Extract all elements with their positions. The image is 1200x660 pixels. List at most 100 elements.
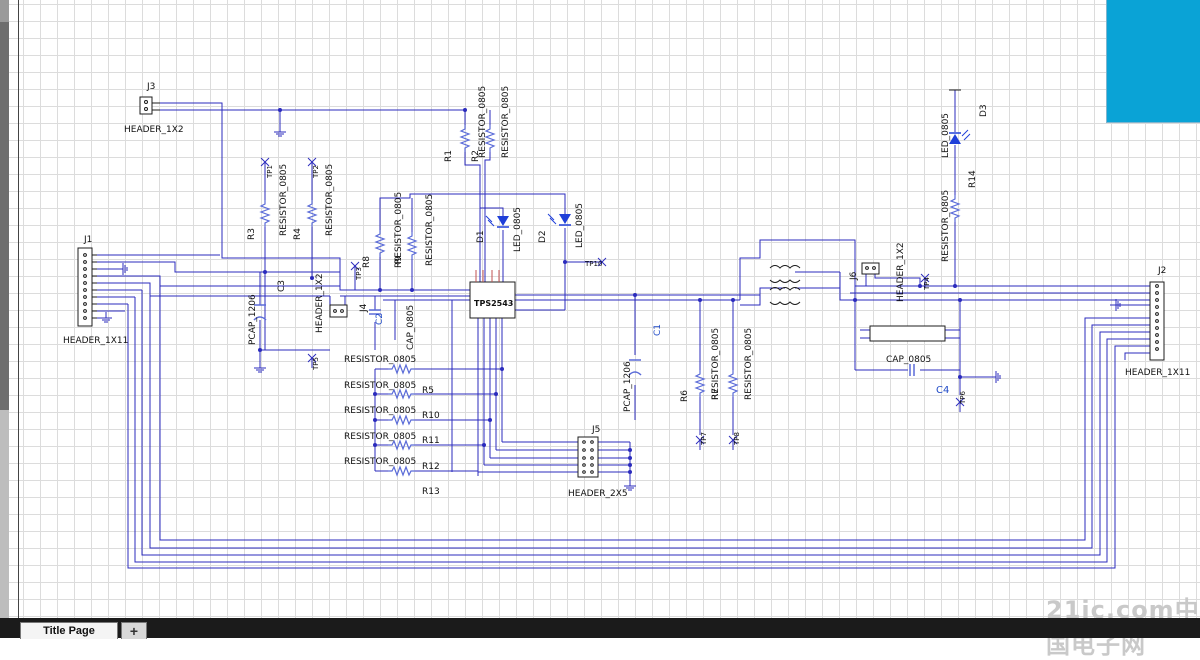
c3-value: PCAP_1206 (248, 294, 258, 345)
r4-value: RESISTOR_0805 (325, 164, 335, 236)
connector-j2[interactable]: J2 HEADER_1X11 (1125, 266, 1190, 378)
d2-value: LED_0805 (575, 203, 585, 248)
c2-ref: C2 (375, 313, 385, 325)
connector-j3[interactable]: J3 HEADER_1X2 (124, 82, 184, 135)
transformer[interactable] (769, 265, 801, 305)
j3-value: HEADER_1X2 (124, 125, 184, 135)
c2-value: CAP_0805 (406, 305, 416, 350)
r13-ref: R13 (422, 487, 440, 497)
tp10-ref: TP10 (584, 260, 602, 268)
sheet-border (18, 0, 19, 618)
capacitor-c1[interactable] (628, 359, 642, 376)
resistor-r11[interactable] (387, 415, 416, 425)
r6-ref: R6 (680, 390, 690, 402)
left-scrollbar-thumb[interactable] (0, 410, 9, 618)
wires (97, 90, 1150, 569)
schematic-drawing[interactable]: J3 HEADER_1X2 J1 HEADER_1X11 J2 HEADER_1… (0, 0, 1200, 618)
floating-panel[interactable] (1106, 0, 1200, 123)
r9-ref: R9 (394, 256, 404, 268)
j5-ref: J5 (591, 425, 600, 435)
ground-symbol (1109, 298, 1121, 312)
r1-ref: R1 (444, 150, 454, 162)
r7-value: RESISTOR_0805 (744, 328, 754, 400)
resistor-r7[interactable] (728, 369, 738, 398)
c4-value: CAP_0805 (886, 355, 931, 365)
resistor-r5[interactable] (387, 364, 416, 374)
left-scrollbar-top (0, 0, 9, 22)
resistor-r4[interactable] (307, 199, 317, 228)
j2-ref: J2 (1157, 266, 1166, 276)
r10-ref: R10 (422, 411, 440, 421)
tp1-ref: TP1 (266, 165, 274, 179)
d3-ref: D3 (979, 104, 989, 117)
r2-value: RESISTOR_0805 (501, 86, 511, 158)
tp5-ref: TP5 (312, 357, 320, 371)
resistor-r6[interactable] (695, 369, 705, 398)
ground-symbol (253, 361, 267, 373)
ic-tps2543[interactable]: TPS2543 (469, 270, 516, 319)
j6-value: HEADER_1X2 (896, 242, 906, 302)
led-d1[interactable] (485, 215, 509, 228)
add-sheet-button[interactable]: + (121, 622, 147, 639)
j3-ref: J3 (146, 82, 155, 92)
resistor-r8[interactable] (375, 229, 385, 258)
connector-j1[interactable]: J1 HEADER_1X11 (63, 235, 128, 346)
led-d2[interactable] (547, 213, 571, 226)
resistor-r12[interactable] (387, 440, 416, 450)
capacitor-c2[interactable] (369, 309, 381, 315)
r14-ref: R14 (968, 170, 978, 188)
d3-value: LED_0805 (941, 113, 951, 158)
r12-ref: R12 (422, 462, 440, 472)
r7-ref: R7 (711, 388, 721, 400)
tp7-ref: TP7 (700, 432, 708, 446)
j4-ref: J4 (359, 303, 369, 313)
r6-value: RESISTOR_0805 (711, 328, 721, 400)
tp4-ref: TP4 (923, 277, 931, 291)
tp3-ref: TP3 (355, 267, 363, 281)
tp6-ref: TP6 (959, 391, 967, 405)
r2-ref: R2 (471, 150, 481, 162)
capacitor-package-c4[interactable] (869, 325, 946, 342)
r8-value: RESISTOR_0805 (394, 192, 404, 264)
resistor-r3[interactable] (260, 199, 270, 228)
capacitor-c4[interactable] (909, 364, 915, 376)
tab-title-page[interactable]: Title Page (20, 622, 118, 639)
ground-symbol (273, 125, 287, 137)
resistor-r13[interactable] (387, 466, 416, 476)
r3-value: RESISTOR_0805 (279, 164, 289, 236)
connector-j6[interactable] (861, 262, 880, 275)
r11-ref: R11 (422, 436, 440, 446)
ground-symbol (99, 311, 113, 323)
led-d3[interactable] (949, 89, 971, 144)
ground-symbol (116, 262, 128, 276)
r5-value: RESISTOR_0805 (344, 355, 416, 365)
j5-value: HEADER_2X5 (568, 489, 628, 499)
resistor-r10[interactable] (387, 389, 416, 399)
r10-value: RESISTOR_0805 (344, 381, 416, 391)
c1-value: PCAP_1206 (623, 361, 633, 412)
junctions (258, 108, 962, 474)
connector-j4[interactable] (329, 304, 348, 318)
capacitor-c3[interactable] (253, 304, 267, 321)
ground-symbol (989, 370, 1001, 384)
left-scrollbar[interactable] (0, 0, 9, 618)
tp8-ref: TP8 (733, 432, 741, 446)
d1-value: LED_0805 (513, 207, 523, 252)
j4-value: HEADER_1X2 (315, 273, 325, 333)
r3-ref: R3 (247, 228, 257, 240)
r9-value: RESISTOR_0805 (425, 194, 435, 266)
r8-ref: R8 (362, 256, 372, 268)
c4-ref: C4 (936, 385, 949, 396)
d1-ref: D1 (476, 230, 486, 243)
c3-ref: C3 (277, 280, 287, 292)
schematic-canvas[interactable] (0, 0, 1200, 638)
j2-value: HEADER_1X11 (1125, 368, 1190, 378)
connector-j5[interactable] (577, 436, 599, 478)
resistor-r9[interactable] (407, 231, 417, 260)
j1-ref: J1 (83, 235, 92, 245)
d2-ref: D2 (538, 230, 548, 243)
r5-ref: R5 (422, 386, 434, 396)
resistor-r14[interactable] (950, 194, 960, 223)
resistor-r1[interactable] (460, 124, 470, 153)
j1-value: HEADER_1X11 (63, 336, 128, 346)
